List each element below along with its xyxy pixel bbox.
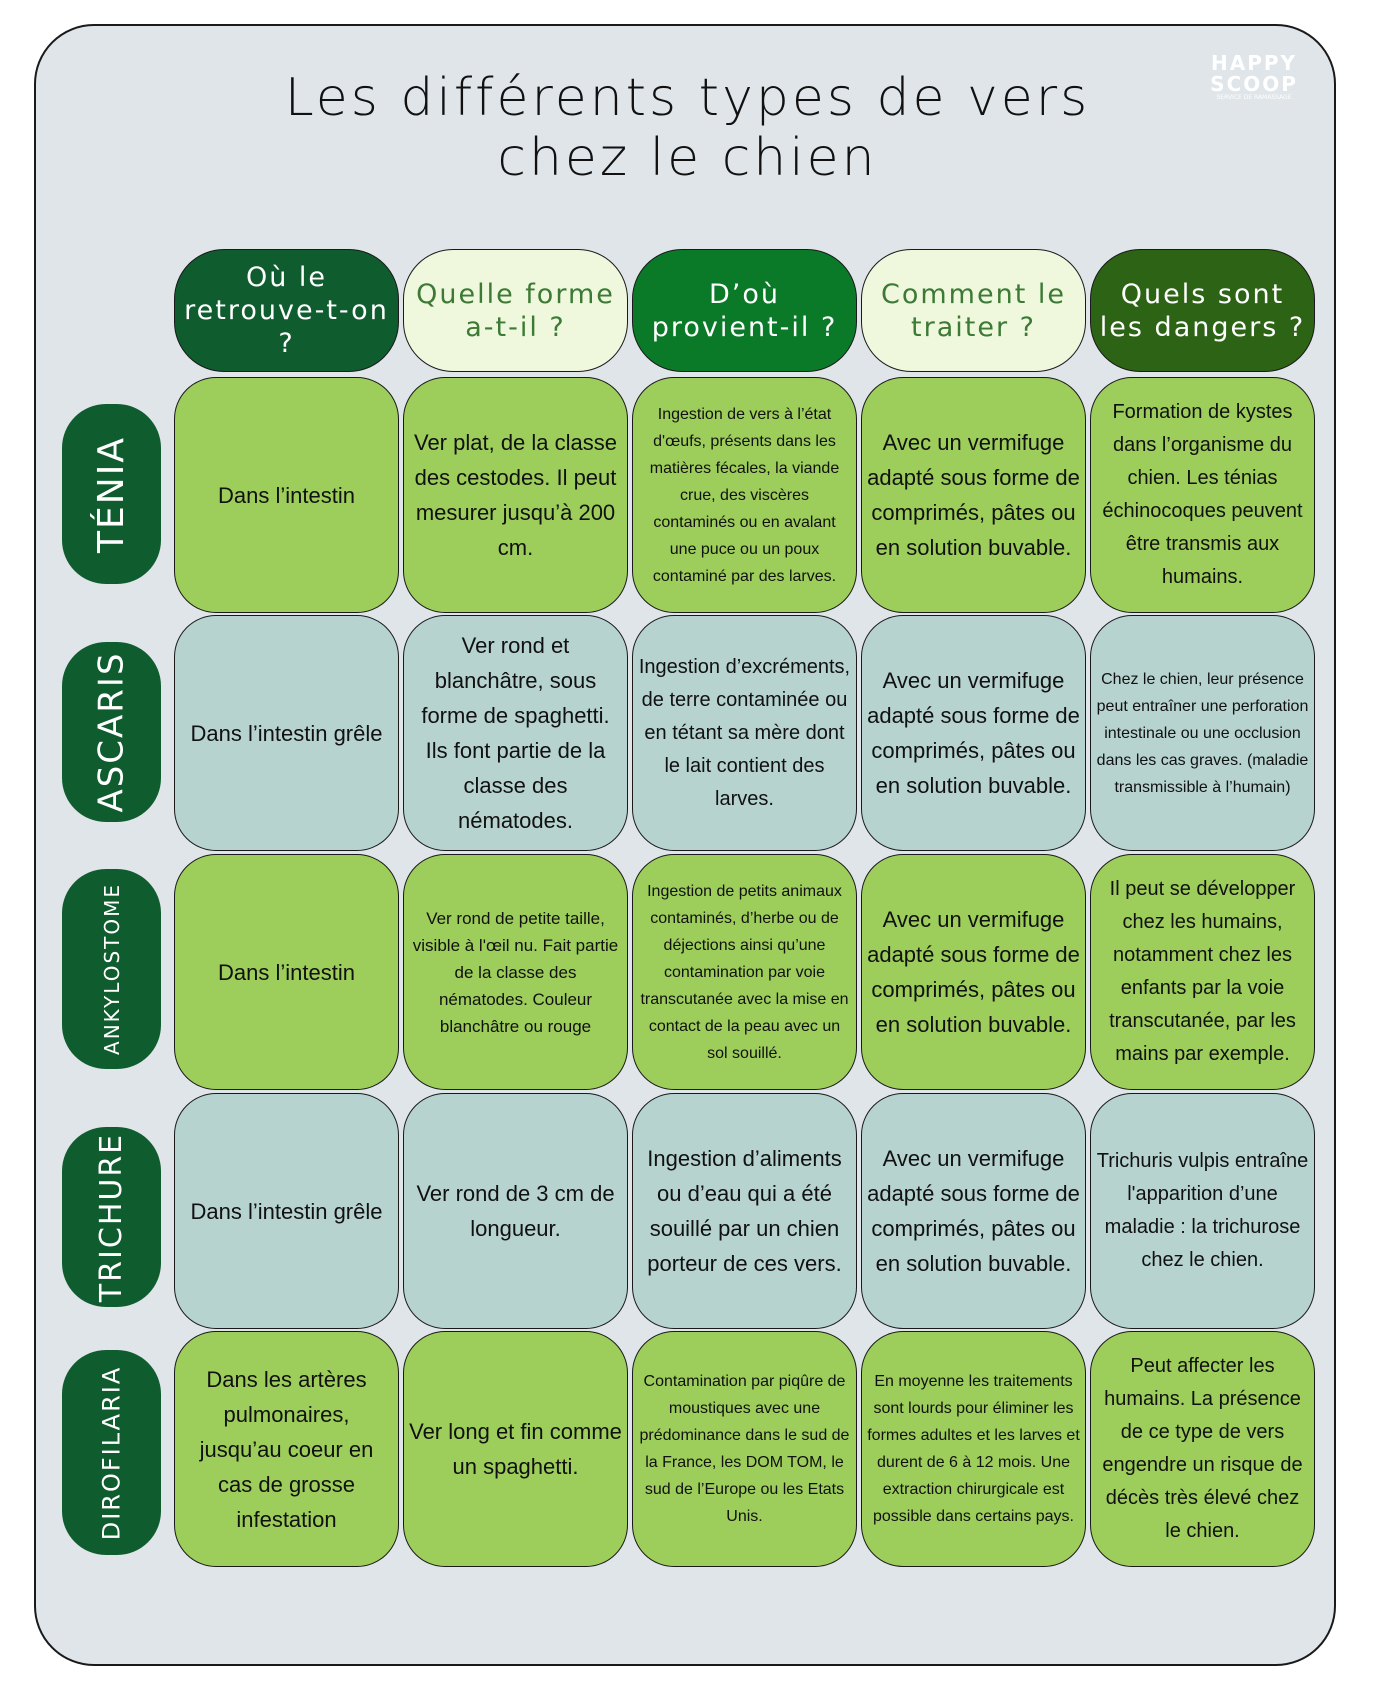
cell-text: Ingestion de petits animaux contaminés, …: [640, 882, 849, 1062]
cell-text: Ver rond de petite taille, visible à l'œ…: [412, 908, 619, 1036]
cell-text: En moyenne les traitements sont lourds p…: [867, 1373, 1080, 1525]
cell-trichure-where: Dans l’intestin grêle: [174, 1093, 399, 1329]
cell-tenia-treatment: Avec un vermifuge adapté sous forme de c…: [861, 377, 1086, 613]
cell-tenia-dangers: Formation de kystes dans l’organisme du …: [1090, 377, 1315, 613]
row-label-tenia: TÉNIA: [62, 404, 161, 584]
row-label-text: TRICHURE: [94, 1132, 129, 1302]
cell-dirofilaria-shape: Ver long et fin comme un spaghetti.: [403, 1331, 628, 1567]
cell-ankylostome-dangers: Il peut se développer chez les humains, …: [1090, 854, 1315, 1090]
cell-tenia-where: Dans l’intestin: [174, 377, 399, 613]
cell-dirofilaria-dangers: Peut affecter les humains. La présence d…: [1090, 1331, 1315, 1567]
cell-ankylostome-shape: Ver rond de petite taille, visible à l'œ…: [403, 854, 628, 1090]
cell-trichure-treatment: Avec un vermifuge adapté sous forme de c…: [861, 1093, 1086, 1329]
header-dangers: Quels sont les dangers ?: [1090, 249, 1315, 372]
cell-ankylostome-treatment: Avec un vermifuge adapté sous forme de c…: [861, 854, 1086, 1090]
page-title: Les différents types de vers chez le chi…: [150, 68, 1225, 188]
cell-text: Peut affecter les humains. La présence d…: [1102, 1355, 1303, 1542]
row-label-text: ANKYLOSTOME: [99, 883, 124, 1055]
cell-text: Formation de kystes dans l’organisme du …: [1102, 401, 1303, 588]
cell-ascaris-shape: Ver rond et blanchâtre, sous forme de sp…: [403, 615, 628, 851]
logo-line-2: SCOOP: [1210, 72, 1298, 96]
title-line-2: chez le chien: [497, 128, 878, 188]
header-shape: Quelle forme a-t-il ?: [403, 249, 628, 372]
cell-dirofilaria-origin: Contamination par piqûre de moustiques a…: [632, 1331, 857, 1567]
cell-text: Contamination par piqûre de moustiques a…: [639, 1373, 850, 1525]
cell-text: Avec un vermifuge adapté sous forme de c…: [867, 430, 1080, 560]
cell-text: Ingestion d’aliments ou d’eau qui a été …: [647, 1146, 842, 1276]
row-label-text: TÉNIA: [91, 435, 133, 553]
cell-ascaris-origin: Ingestion d’excréments, de terre contami…: [632, 615, 857, 851]
row-label-trichure: TRICHURE: [62, 1127, 161, 1307]
cell-tenia-origin: Ingestion de vers à l’état d'œufs, prése…: [632, 377, 857, 613]
cell-text: Ver long et fin comme un spaghetti.: [409, 1419, 622, 1479]
row-label-ankylostome: ANKYLOSTOME: [62, 869, 161, 1069]
cell-text: Trichuris vulpis entraîne l'apparition d…: [1096, 1150, 1309, 1271]
cell-text: Dans l’intestin: [218, 482, 355, 508]
row-label-text: ASCARIS: [91, 651, 132, 813]
title-line-1: Les différents types de vers: [284, 68, 1091, 128]
row-label-text: DIROFILARIA: [97, 1365, 126, 1540]
cell-text: Avec un vermifuge adapté sous forme de c…: [867, 668, 1080, 798]
cell-ankylostome-origin: Ingestion de petits animaux contaminés, …: [632, 854, 857, 1090]
cell-ankylostome-where: Dans l’intestin: [174, 854, 399, 1090]
cell-trichure-shape: Ver rond de 3 cm de longueur.: [403, 1093, 628, 1329]
cell-text: Ver rond et blanchâtre, sous forme de sp…: [421, 633, 610, 833]
cell-text: Chez le chien, leur présence peut entraî…: [1096, 670, 1309, 796]
cell-text: Dans l’intestin grêle: [190, 1198, 383, 1224]
cell-dirofilaria-where: Dans les artères pulmonaires, jusqu’au c…: [174, 1331, 399, 1567]
header-where: Où le retrouve-t-on ?: [174, 249, 399, 372]
cell-ascaris-dangers: Chez le chien, leur présence peut entraî…: [1090, 615, 1315, 851]
cell-text: Dans l’intestin grêle: [190, 720, 383, 746]
header-origin: D’où provient-il ?: [632, 249, 857, 372]
row-label-dirofilaria: DIROFILARIA: [62, 1350, 161, 1555]
cell-trichure-origin: Ingestion d’aliments ou d’eau qui a été …: [632, 1093, 857, 1329]
happy-scoop-logo: HAPPY SCOOP SERVICE DE RAMASSAGE: [1209, 52, 1299, 102]
cell-text: Avec un vermifuge adapté sous forme de c…: [867, 907, 1080, 1037]
cell-ascaris-where: Dans l’intestin grêle: [174, 615, 399, 851]
cell-trichure-dangers: Trichuris vulpis entraîne l'apparition d…: [1090, 1093, 1315, 1329]
cell-text: Dans les artères pulmonaires, jusqu’au c…: [199, 1366, 374, 1532]
cell-text: Ver plat, de la classe des cestodes. Il …: [413, 430, 617, 560]
header-treatment: Comment le traiter ?: [861, 249, 1086, 372]
logo-line-1: HAPPY: [1210, 51, 1297, 75]
cell-text: Ingestion d’excréments, de terre contami…: [638, 655, 851, 810]
cell-text: Avec un vermifuge adapté sous forme de c…: [867, 1146, 1080, 1276]
cell-text: Il peut se développer chez les humains, …: [1109, 878, 1296, 1065]
cell-text: Ingestion de vers à l’état d'œufs, prése…: [649, 405, 840, 585]
cell-ascaris-treatment: Avec un vermifuge adapté sous forme de c…: [861, 615, 1086, 851]
cell-text: Dans l’intestin: [218, 959, 355, 985]
row-label-ascaris: ASCARIS: [62, 642, 161, 822]
cell-tenia-shape: Ver plat, de la classe des cestodes. Il …: [403, 377, 628, 613]
cell-text: Ver rond de 3 cm de longueur.: [416, 1181, 615, 1241]
logo-tagline: SERVICE DE RAMASSAGE: [1216, 94, 1292, 101]
cell-dirofilaria-treatment: En moyenne les traitements sont lourds p…: [861, 1331, 1086, 1567]
